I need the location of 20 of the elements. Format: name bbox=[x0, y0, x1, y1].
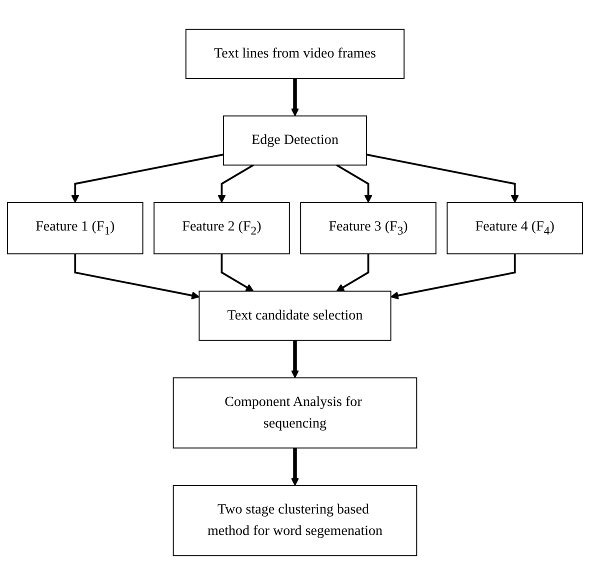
arrow bbox=[218, 164, 254, 203]
node-box: Feature 2 (F$_{2}$) bbox=[154, 202, 290, 254]
arrow bbox=[366, 154, 519, 203]
node-box: Two stage clustering based method for word segemenation bbox=[172, 484, 418, 556]
node-box: Text candidate selection bbox=[198, 290, 392, 341]
arrow bbox=[290, 78, 300, 116]
node-box: Feature 3 (F$_{3}$) bbox=[300, 202, 436, 254]
node-box: Text lines from video frames bbox=[185, 28, 405, 79]
arrow bbox=[74, 254, 200, 300]
arrow bbox=[220, 254, 254, 292]
node-box: Edge Detection bbox=[222, 115, 368, 166]
node-box: Component Analysis for sequencing bbox=[172, 377, 418, 448]
arrow bbox=[336, 254, 370, 292]
arrow bbox=[71, 154, 224, 203]
arrow bbox=[290, 448, 300, 486]
node-box: Feature 4 (F$_{4}$) bbox=[446, 202, 583, 254]
arrow bbox=[336, 164, 372, 203]
node-box: Feature 1 (F$_{1}$) bbox=[7, 202, 144, 254]
arrow bbox=[390, 254, 516, 300]
arrow bbox=[290, 340, 300, 378]
